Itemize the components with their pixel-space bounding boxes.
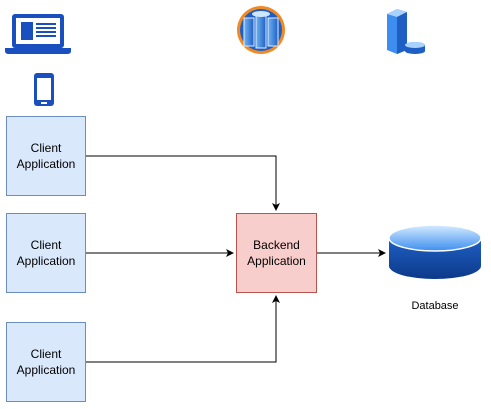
server-cluster-icon xyxy=(237,6,285,54)
client-application-label: Client Application xyxy=(16,347,76,377)
laptop-icon xyxy=(5,14,71,54)
database-cylinder-icon xyxy=(388,224,482,279)
client-application-label: Client Application xyxy=(16,238,76,268)
backend-application-label: Backend Application xyxy=(247,238,306,268)
smartphone-icon xyxy=(34,73,54,106)
backend-application-box[interactable]: Backend Application xyxy=(236,213,317,293)
connector-client-3-to-backend xyxy=(86,295,280,363)
client-application-box-1[interactable]: Client Application xyxy=(6,116,86,196)
client-application-box-3[interactable]: Client Application xyxy=(6,322,86,402)
client-application-label: Client Application xyxy=(16,141,76,171)
connector-client-1-to-backend xyxy=(86,155,280,211)
server-database-icon xyxy=(387,9,425,54)
client-application-box-2[interactable]: Client Application xyxy=(6,213,86,293)
database-label: Database xyxy=(411,300,459,312)
